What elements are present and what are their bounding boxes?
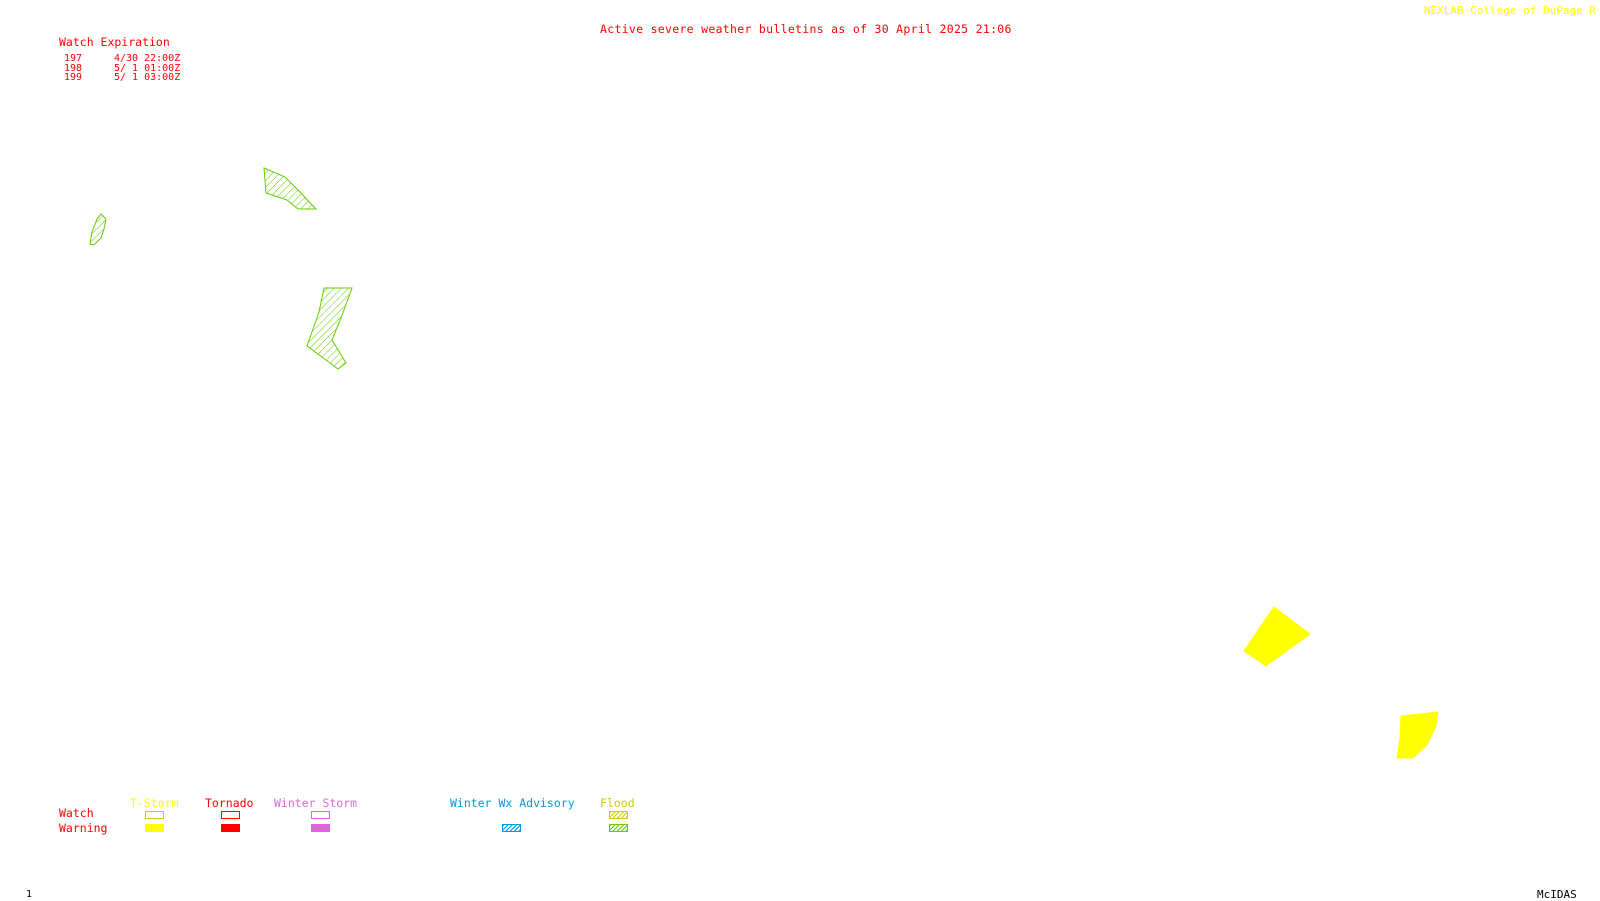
t-storm-warning-polygon[interactable] <box>1396 711 1439 759</box>
winter-wx-advisory-swatch <box>502 824 521 832</box>
winter-storm-warning-swatch <box>311 824 330 832</box>
frame-number: 1 <box>26 889 33 900</box>
tornado-warning-swatch <box>221 824 240 832</box>
watch-expiration-time: 5/ 1 01:00Z <box>114 63 181 74</box>
legend-tornado-label: Tornado <box>205 796 254 810</box>
tstorm-watch-swatch <box>145 811 164 819</box>
legend-flood-label: Flood <box>600 796 635 810</box>
watch-expiration-time: 5/ 1 03:00Z <box>114 72 181 83</box>
watch-expiration-header: Watch Expiration <box>59 35 170 49</box>
watch-number: 197 <box>64 53 83 64</box>
winter-storm-watch-swatch <box>311 811 330 819</box>
flood-watch-swatch <box>609 811 628 819</box>
legend-winter-wx-advisory-label: Winter Wx Advisory <box>450 796 575 810</box>
watch-row: 197 4/30 22:00Z <box>64 54 180 64</box>
watch-number: 199 <box>64 72 83 83</box>
tornado-watch-swatch <box>221 811 240 819</box>
flood-warning-swatch <box>609 824 628 832</box>
source-credit: NEXLAB-College of DuPage R <box>1423 4 1596 17</box>
legend-warning-label: Warning <box>59 821 108 835</box>
flood-warning-polygon[interactable] <box>89 213 107 246</box>
t-storm-warning-polygon[interactable] <box>1243 606 1311 667</box>
flood-warning-polygon[interactable] <box>306 287 353 370</box>
watch-row: 199 5/ 1 03:00Z <box>64 73 180 83</box>
legend-winter-storm-label: Winter Storm <box>274 796 358 810</box>
watch-number: 198 <box>64 63 83 74</box>
bulletin-title: Active severe weather bulletins as of 30… <box>600 22 1012 36</box>
tstorm-warning-swatch <box>145 824 164 832</box>
flood-warning-polygon[interactable] <box>263 167 318 210</box>
legend-tstorm-label: T-Storm <box>130 796 179 810</box>
software-label: McIDAS <box>1537 888 1577 901</box>
legend-watch-label: Watch <box>59 806 94 820</box>
watch-expiration-time: 4/30 22:00Z <box>114 53 181 64</box>
watch-row: 198 5/ 1 01:00Z <box>64 64 180 74</box>
